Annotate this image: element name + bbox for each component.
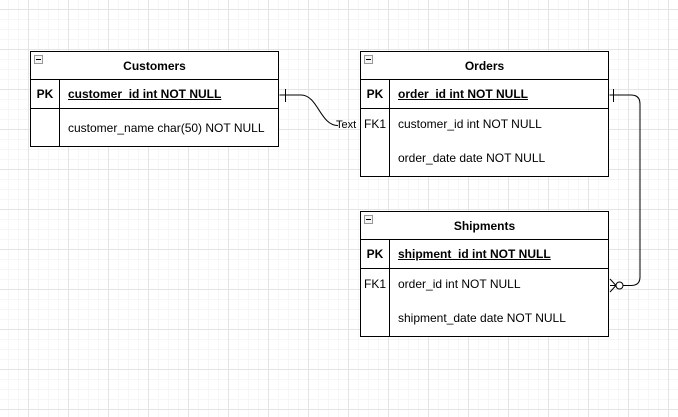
- table-row[interactable]: PK shipment_id int NOT NULL: [361, 240, 608, 269]
- table-row[interactable]: FK1 customer_id int NOT NULL: [361, 109, 608, 139]
- relationship-edge-orders-shipments[interactable]: [609, 89, 641, 293]
- table-header: Orders: [361, 52, 608, 80]
- table-title: Customers: [123, 58, 186, 73]
- field-cell: order_id int NOT NULL: [398, 277, 521, 291]
- field-cell: customer_id int NOT NULL: [398, 117, 542, 131]
- field-cell: shipment_date date NOT NULL: [398, 310, 566, 325]
- key-cell: PK: [361, 240, 390, 268]
- key-cell: [361, 299, 390, 336]
- relationship-edge-customers-orders[interactable]: [279, 89, 339, 126]
- key-cell: FK1: [361, 109, 390, 139]
- table-row[interactable]: shipment_date date NOT NULL: [361, 299, 608, 336]
- key-cell: [31, 109, 60, 146]
- table-row[interactable]: order_date date NOT NULL: [361, 139, 608, 176]
- entity-table-shipments[interactable]: Shipments PK shipment_id int NOT NULL FK…: [360, 211, 609, 337]
- table-header: Customers: [31, 52, 278, 80]
- table-row[interactable]: PK order_id int NOT NULL: [361, 80, 608, 109]
- collapse-minus-icon[interactable]: [34, 55, 43, 64]
- entity-table-customers[interactable]: Customers PK customer_id int NOT NULL cu…: [30, 51, 279, 147]
- zero-circle-icon: [615, 281, 624, 290]
- field-cell: customer_id int NOT NULL: [68, 87, 222, 101]
- edge-label[interactable]: Text: [336, 119, 357, 131]
- table-title: Shipments: [453, 218, 516, 233]
- key-cell: PK: [361, 80, 390, 108]
- table-row[interactable]: PK customer_id int NOT NULL: [31, 80, 278, 109]
- field-cell: customer_name char(50) NOT NULL: [68, 120, 265, 135]
- key-cell: PK: [31, 80, 60, 108]
- collapse-minus-icon[interactable]: [364, 215, 373, 224]
- key-cell: [361, 139, 390, 176]
- key-cell: FK1: [361, 269, 390, 299]
- crow-foot-icon: [609, 278, 617, 293]
- collapse-minus-icon[interactable]: [364, 55, 373, 64]
- table-title: Orders: [464, 58, 505, 73]
- field-cell: order_date date NOT NULL: [398, 150, 546, 165]
- edge-line[interactable]: [609, 94, 641, 286]
- table-header: Shipments: [361, 212, 608, 240]
- edge-line[interactable]: [279, 94, 339, 126]
- table-row[interactable]: FK1 order_id int NOT NULL: [361, 269, 608, 299]
- field-cell: order_id int NOT NULL: [398, 87, 528, 101]
- table-row[interactable]: customer_name char(50) NOT NULL: [31, 109, 278, 146]
- entity-table-orders[interactable]: Orders PK order_id int NOT NULL FK1 cust…: [360, 51, 609, 177]
- field-cell: shipment_id int NOT NULL: [398, 247, 551, 261]
